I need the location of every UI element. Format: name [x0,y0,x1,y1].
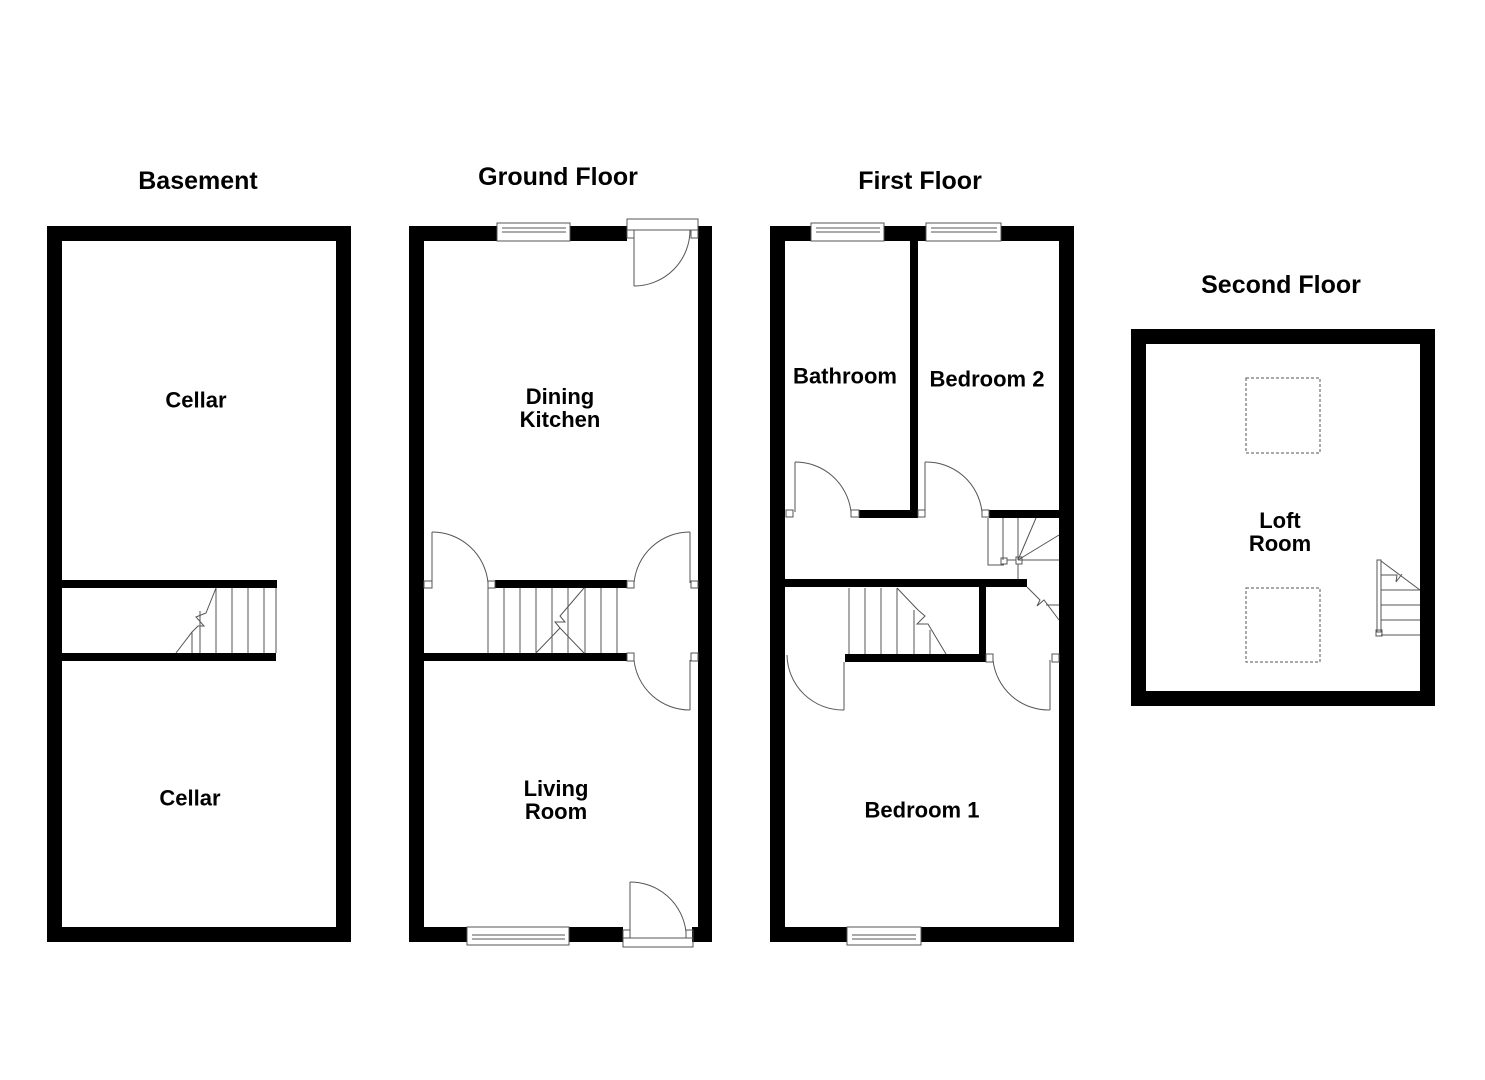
floor-title-first-floor: First Floor [858,167,982,195]
ground-floor-front-door [622,881,694,948]
floor-title-second-floor: Second Floor [1201,271,1361,299]
first-floor-walls [770,226,1074,942]
room-label-bedroom-2: Bedroom 2 [929,366,1045,392]
basement-walls [47,226,351,942]
first-floor-window-bathroom [810,222,885,242]
first-floor-window-bedroom2 [925,222,1002,242]
room-label-cellar-lower: Cellar [159,785,221,811]
second-floor-walls [1131,329,1435,706]
first-floor-bathroom-door [785,461,860,518]
ground-floor-kitchen-door-left [423,531,496,589]
floor-title-basement: Basement [138,167,258,195]
room-label-line: Dining [525,384,595,409]
room-label-line: Loft [1259,508,1301,533]
ground-floor-living-door [626,652,699,711]
ground-floor-window-bottom [466,926,570,946]
ground-floor-stairs [487,587,618,654]
room-label-bathroom: Bathroom [793,363,897,389]
skylight-bottom [1245,587,1321,663]
room-label-line: Room [524,799,588,824]
first-floor-bedroom2-door [917,461,990,518]
second-floor-stairs [1375,559,1421,637]
room-label-cellar-upper: Cellar [165,387,227,413]
room-label-line: Kitchen [519,407,601,432]
first-floor-stairs-winder [987,517,1060,621]
ground-floor-window-top [496,222,571,242]
ground-floor-walls [409,226,712,942]
second-floor-skylights [1245,377,1321,663]
room-label-line: Living [523,776,589,801]
ground-floor-rear-door [626,218,699,287]
room-label-dining-kitchen: Dining Kitchen [520,385,601,431]
room-label-line: Room [1248,531,1312,556]
skylight-top [1245,377,1321,454]
basement-stairs [175,587,277,654]
floor-title-ground-floor: Ground Floor [478,163,638,191]
first-floor-bedroom1-door-left [786,654,845,711]
ground-floor-kitchen-door-right [626,531,699,589]
first-floor-window-bedroom1 [846,926,922,946]
room-label-living-room: Living Room [524,777,589,823]
first-floor-bedroom1-door-right [985,653,1060,711]
room-label-loft-room: Loft Room [1249,509,1311,555]
room-label-bedroom-1: Bedroom 1 [864,797,980,823]
first-floor-stairs-lower [848,587,947,655]
